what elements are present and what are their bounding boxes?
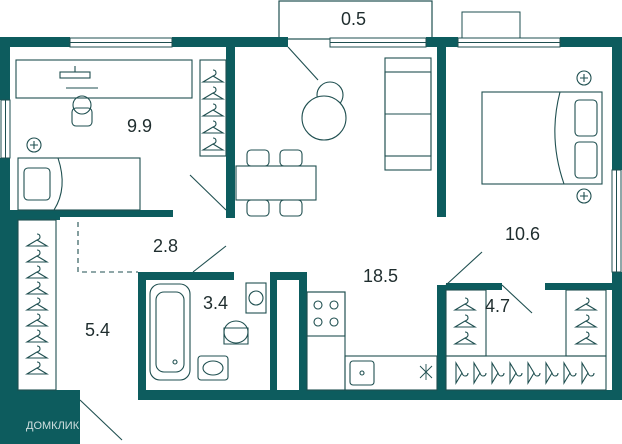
desk bbox=[15, 59, 193, 127]
wardrobe-hall bbox=[17, 219, 57, 391]
area-wardrobe-left: 5.4 bbox=[85, 320, 111, 340]
sofa bbox=[384, 57, 432, 171]
area-bathroom: 3.4 bbox=[203, 293, 229, 313]
wardrobe-bedroom-left bbox=[199, 59, 227, 157]
area-bedroom-left: 9.9 bbox=[127, 116, 153, 136]
bathroom-fixtures bbox=[149, 282, 267, 381]
watermark-logo: ДОМКЛИК bbox=[26, 420, 80, 432]
area-wardrobe-right: 4.7 bbox=[485, 296, 511, 316]
area-hall: 2.8 bbox=[153, 236, 179, 256]
kitchen bbox=[306, 291, 438, 391]
walls bbox=[0, 37, 622, 444]
bed-left bbox=[17, 137, 141, 211]
area-bedroom-right: 10.6 bbox=[505, 224, 541, 244]
area-living-kitchen: 18.5 bbox=[363, 266, 399, 286]
windows bbox=[0, 11, 622, 273]
bed-right bbox=[481, 70, 603, 204]
doors bbox=[77, 46, 533, 441]
dining-table bbox=[235, 149, 317, 217]
area-balcony: 0.5 bbox=[341, 9, 367, 29]
balcony bbox=[278, 0, 433, 40]
wardrobe-right bbox=[445, 289, 607, 391]
round-table bbox=[301, 81, 347, 141]
